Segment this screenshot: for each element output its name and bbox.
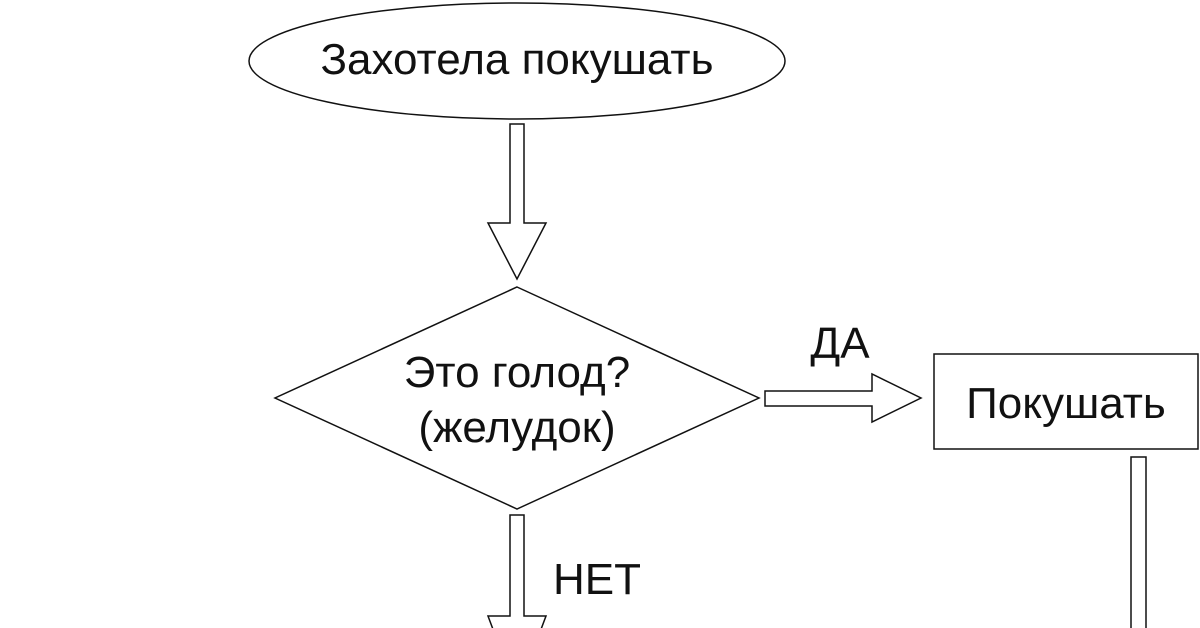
start-label: Захотела покушать xyxy=(320,35,713,84)
decision-diamond xyxy=(273,286,761,510)
decision-label-line1: Это голод? xyxy=(404,348,630,397)
arrow-from-action-down xyxy=(1130,456,1147,628)
arrow-decision-to-action xyxy=(764,372,923,424)
decision-label-line2: (желудок) xyxy=(418,403,615,452)
decision-node: Это голод? (желудок) xyxy=(273,286,761,510)
no-label: НЕТ xyxy=(553,555,641,604)
yes-label: ДА xyxy=(810,319,870,368)
arrow-start-to-decision xyxy=(486,123,548,281)
action-label: Покушать xyxy=(966,379,1166,428)
action-box xyxy=(933,353,1199,450)
start-ellipse xyxy=(248,2,786,120)
arrow-decision-down xyxy=(486,514,548,628)
action-node: Покушать xyxy=(933,353,1199,450)
start-node: Захотела покушать xyxy=(248,2,786,120)
